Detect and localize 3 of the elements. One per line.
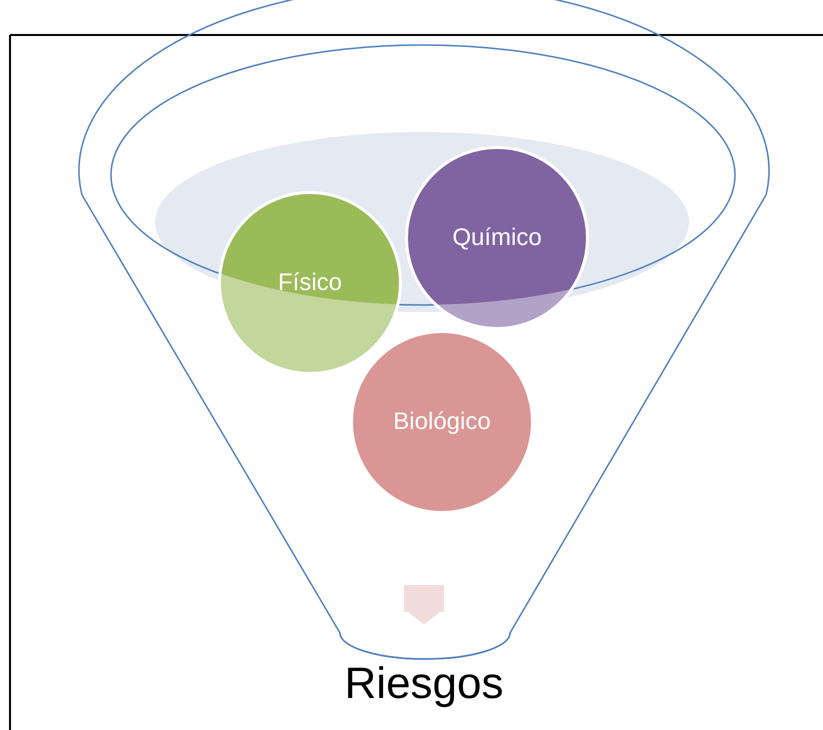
risk-circle: Biológico: [350, 330, 534, 514]
block-arrow: [404, 585, 444, 624]
result-label: Riesgos: [304, 648, 544, 720]
